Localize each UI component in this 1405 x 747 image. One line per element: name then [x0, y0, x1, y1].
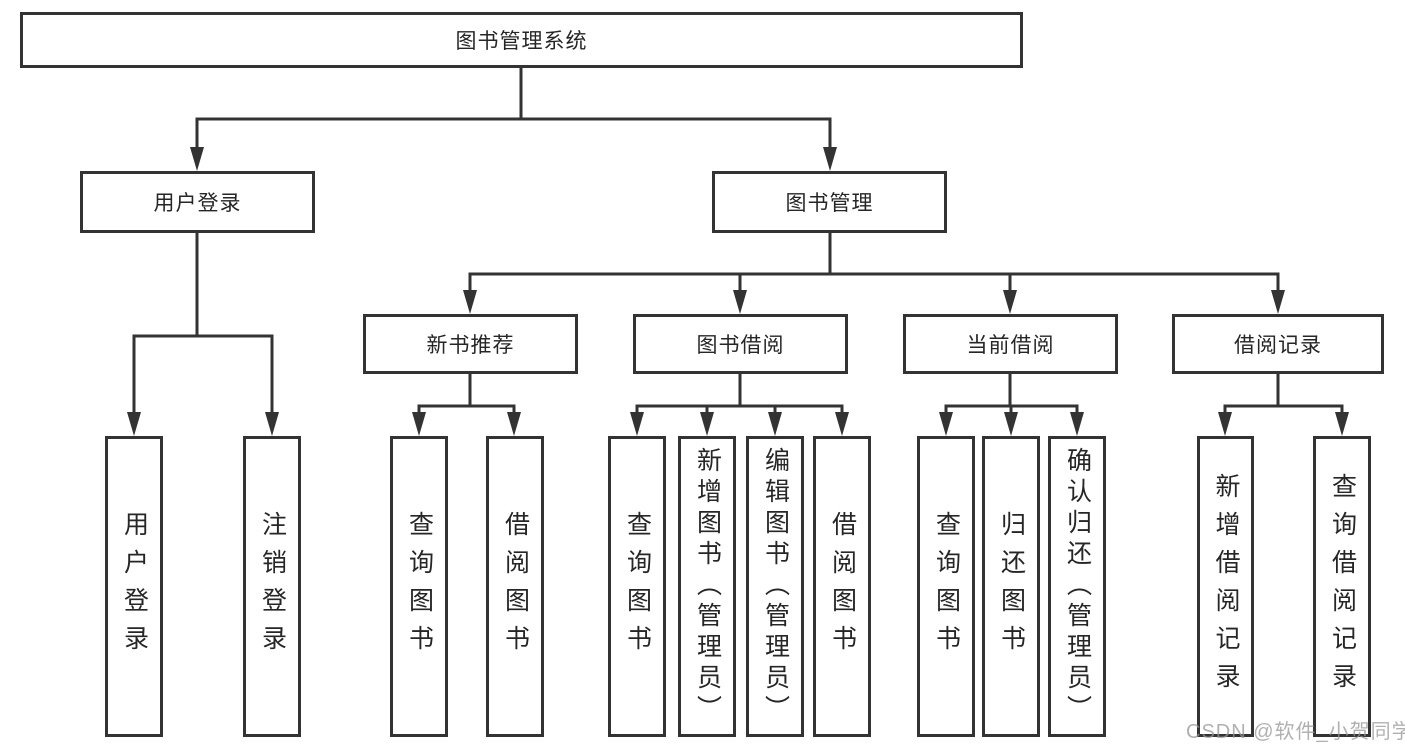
leaf-add-borrow-record: 新增借阅记录 [1197, 436, 1254, 737]
leaf-edit-book-admin: 编辑图书（管理员） [746, 436, 804, 737]
connector-borrow-to-leaves [630, 372, 849, 436]
node-label: 查询借阅记录 [1328, 472, 1357, 701]
leaf-user-login: 用户登录 [105, 436, 163, 737]
node-label: 当前借阅 [966, 334, 1055, 357]
leaf-query-books-borrow: 查询图书 [608, 436, 666, 737]
node-label: 图书管理系统 [455, 30, 588, 53]
node-label: 借阅图书 [828, 510, 857, 663]
leaf-borrow-books-recommend: 借阅图书 [486, 436, 544, 737]
node-label: 图书借阅 [696, 334, 785, 357]
node-label: 借阅记录 [1234, 334, 1322, 357]
leaf-query-books-current: 查询图书 [917, 436, 975, 737]
connector-record-to-leaves [1218, 372, 1349, 436]
leaf-borrow-books-borrow: 借阅图书 [813, 436, 871, 737]
node-label: 新增借阅记录 [1212, 472, 1240, 701]
node-label: 新书推荐 [426, 334, 515, 357]
node-label: 新增图书（管理员） [693, 447, 722, 726]
leaf-query-borrow-record: 查询借阅记录 [1313, 436, 1371, 737]
node-label: 用户登录 [120, 510, 149, 663]
leaf-confirm-return-admin: 确认归还（管理员） [1048, 436, 1106, 737]
node-book-management: 图书管理 [712, 171, 947, 233]
node-label: 用户登录 [153, 192, 242, 215]
csdn-watermark: CSDN @软件_小贺同学 [1186, 721, 1405, 743]
node-borrow-records: 借阅记录 [1172, 314, 1384, 374]
node-label: 确认归还（管理员） [1063, 447, 1092, 726]
node-new-book-recommend: 新书推荐 [363, 314, 578, 374]
node-label: 查询图书 [932, 510, 961, 663]
node-label: 查询图书 [623, 510, 652, 663]
node-label: 借阅图书 [501, 510, 530, 663]
node-root-system: 图书管理系统 [20, 12, 1023, 68]
node-current-borrow: 当前借阅 [903, 314, 1118, 374]
node-book-borrow: 图书借阅 [633, 314, 848, 374]
node-label: 注销登录 [258, 510, 287, 663]
node-label: 编辑图书（管理员） [761, 447, 790, 726]
connector-root-to-level2 [190, 66, 837, 171]
connector-bookmgmt-to-level3 [463, 231, 1285, 314]
leaf-add-book-admin: 新增图书（管理员） [678, 436, 736, 737]
connector-current-to-leaves [939, 372, 1084, 436]
node-label: 查询图书 [405, 510, 434, 663]
node-label: 归还图书 [997, 510, 1026, 663]
leaf-return-book: 归还图书 [982, 436, 1040, 737]
connector-userlogin-to-leaves [127, 231, 279, 436]
leaf-logout: 注销登录 [243, 436, 301, 737]
leaf-query-books-recommend: 查询图书 [390, 436, 448, 737]
node-user-login: 用户登录 [80, 171, 315, 233]
connector-recommend-to-leaves [412, 372, 521, 436]
node-label: 图书管理 [785, 192, 874, 215]
